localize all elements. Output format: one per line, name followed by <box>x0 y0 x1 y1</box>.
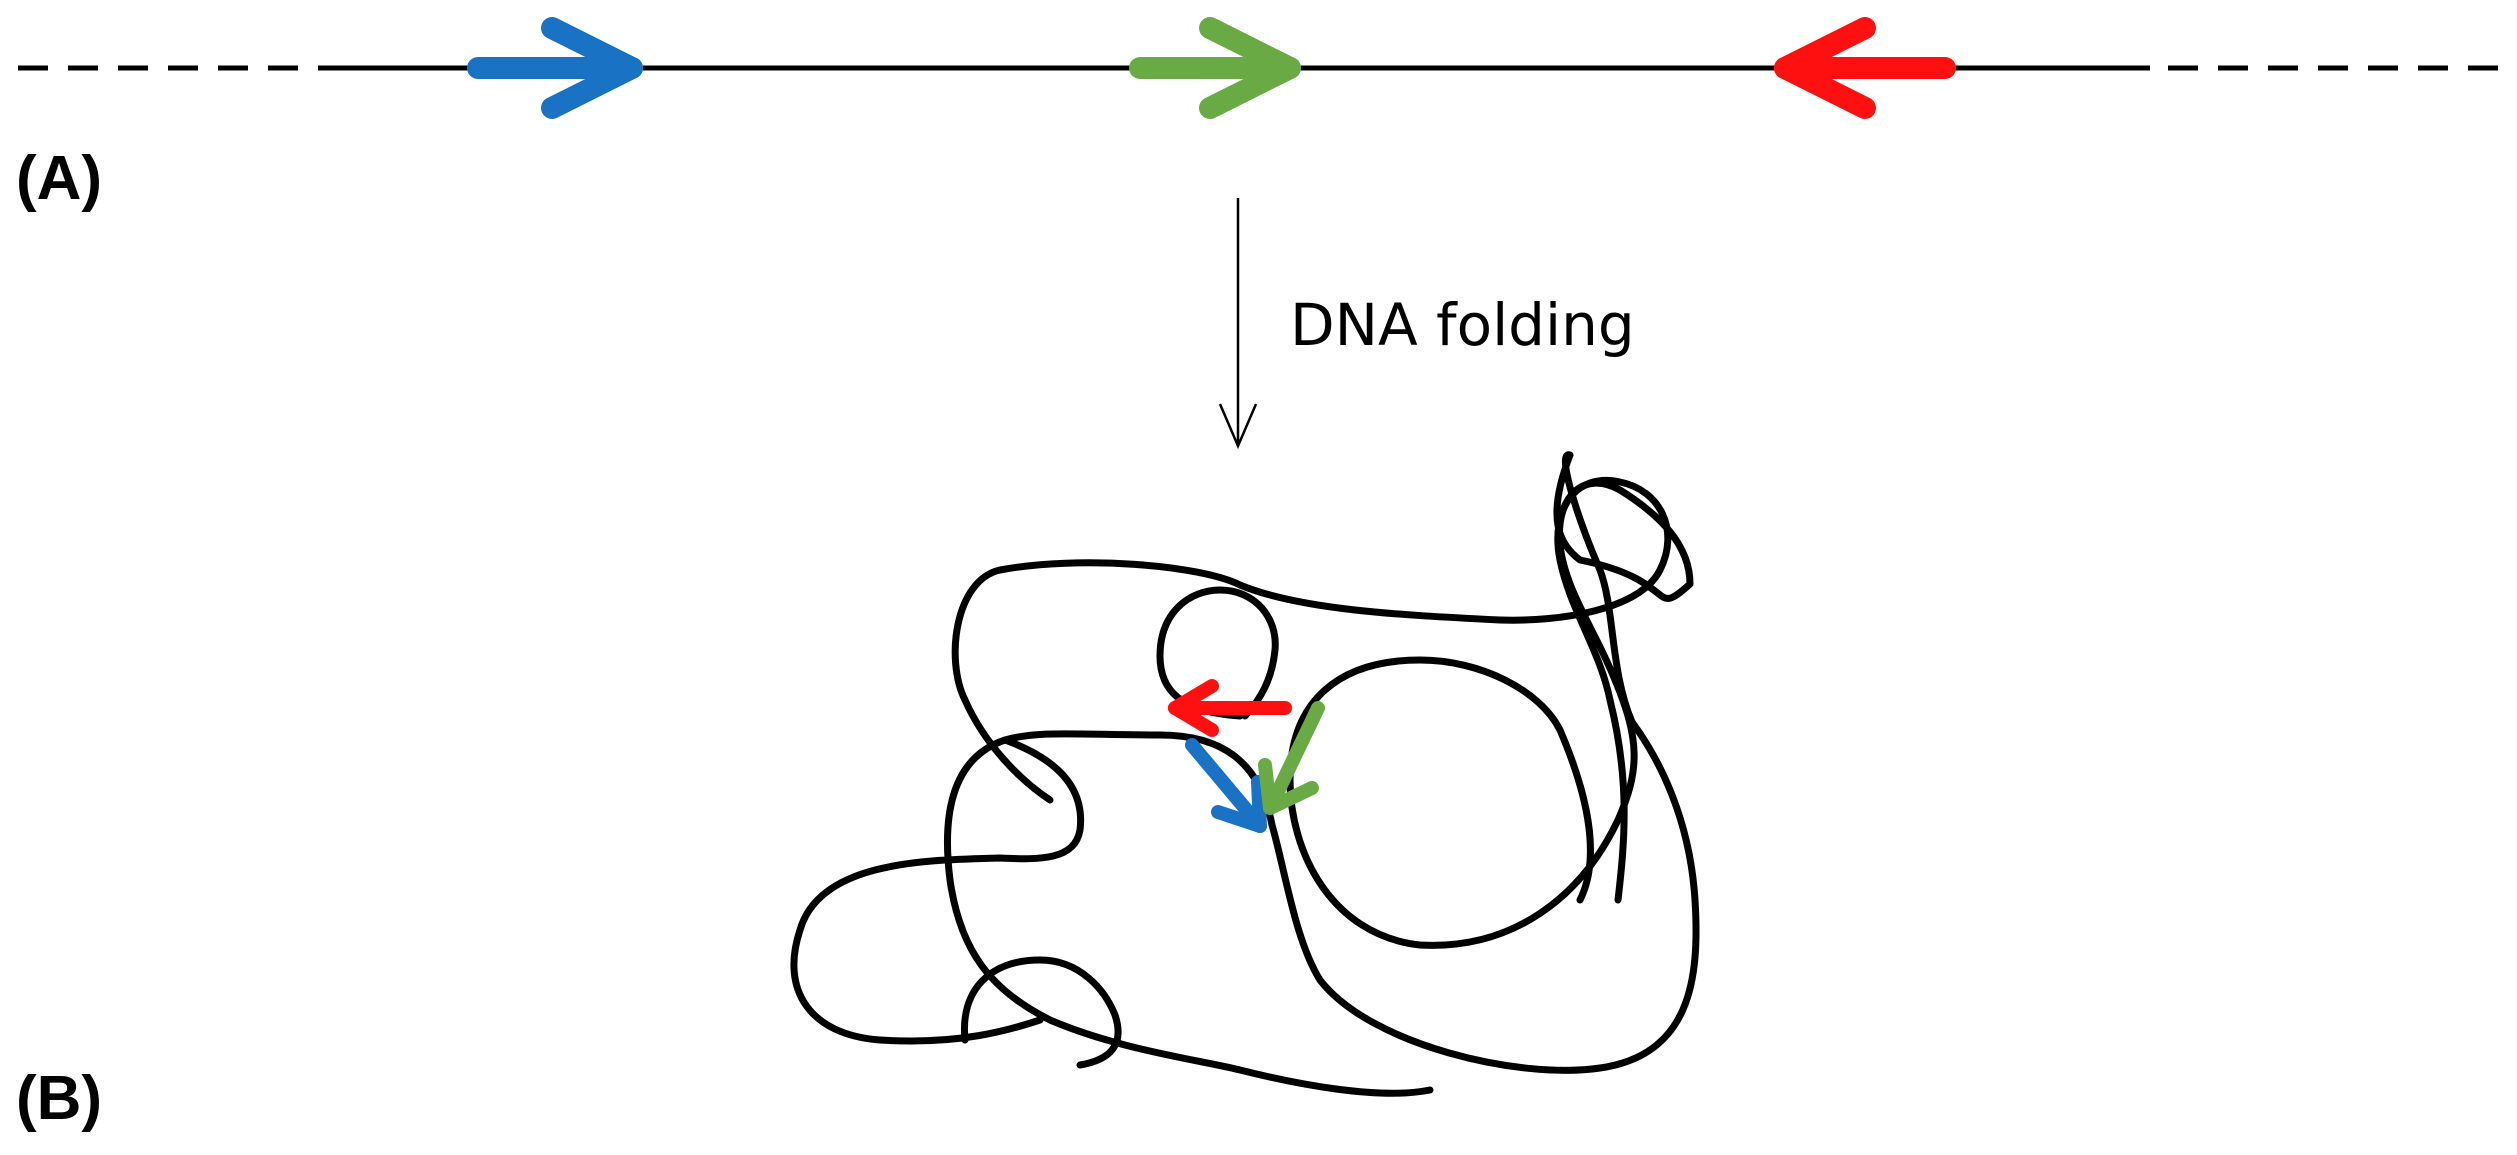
folding-arrow <box>1218 198 1258 450</box>
folded-strand-top-loop <box>951 476 1672 904</box>
folded-green-arrow <box>1258 701 1325 815</box>
folded-strand-loop-left <box>944 730 1434 1097</box>
linear-blue-arrow <box>467 17 643 119</box>
folded-red-arrow <box>1168 679 1292 737</box>
linear-red-arrow <box>1774 17 1956 119</box>
panel-label-b: (B) <box>16 1064 103 1133</box>
folded-blue-arrow <box>1185 738 1267 833</box>
process-label: DNA folding <box>1290 291 1635 359</box>
linear-green-arrow <box>1129 17 1301 119</box>
folded-dna <box>790 451 1700 1097</box>
folded-strand <box>1268 451 1700 1074</box>
panel-label-a: (A) <box>16 144 103 213</box>
folded-strand-small-loop <box>1156 586 1279 720</box>
folded-strand-lower-loop <box>790 736 1085 1045</box>
linear-dna <box>18 17 2510 119</box>
folded-strand-lower-inner-loop <box>960 956 1122 1069</box>
